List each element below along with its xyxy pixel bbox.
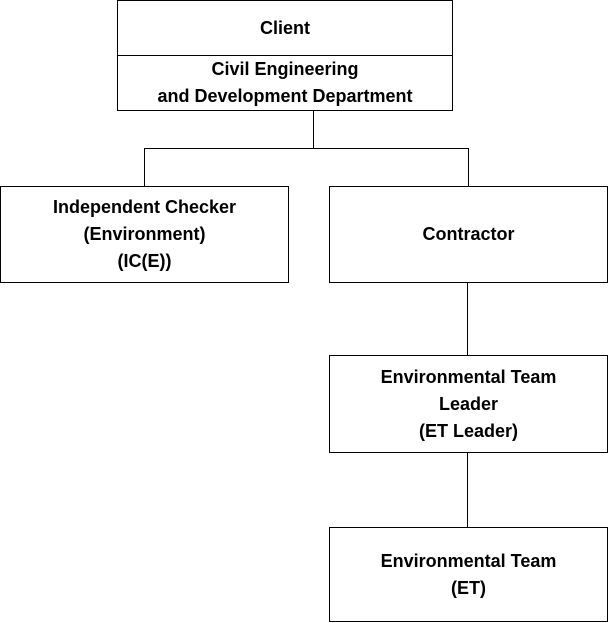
client-department-line-2: and Development Department (157, 86, 413, 106)
contractor-label: Contractor (422, 224, 515, 244)
client-department-cell: Civil Engineering and Development Depart… (118, 56, 452, 110)
connector-to-contractor (468, 148, 469, 186)
connector-et-leader-to-et (467, 453, 468, 527)
ic-box: Independent Checker (Environment) (IC(E)… (0, 186, 289, 283)
connector-contractor-to-et-leader (467, 283, 468, 355)
et-line-2: (ET) (451, 577, 486, 598)
et-line-1: Environmental Team (380, 550, 557, 571)
et-leader-line-3: (ET Leader) (418, 420, 519, 441)
client-title: Client (259, 17, 310, 38)
connector-to-ic (144, 148, 145, 186)
ic-line-2: (Environment) (83, 224, 206, 244)
connector-client-down (313, 111, 314, 149)
connector-horizontal (144, 148, 469, 149)
et-box: Environmental Team (ET) (329, 527, 608, 622)
et-leader-line-2: Leader (438, 393, 499, 414)
contractor-box: Contractor (329, 186, 608, 283)
client-department-line-1: Civil Engineering (211, 59, 359, 79)
client-title-cell: Client (118, 1, 452, 56)
client-box: Client Civil Engineering and Development… (117, 0, 453, 111)
et-leader-box: Environmental Team Leader (ET Leader) (329, 355, 608, 453)
ic-line-1: Independent Checker (52, 197, 237, 217)
et-leader-line-1: Environmental Team (380, 366, 557, 387)
ic-line-3: (IC(E)) (117, 251, 172, 271)
